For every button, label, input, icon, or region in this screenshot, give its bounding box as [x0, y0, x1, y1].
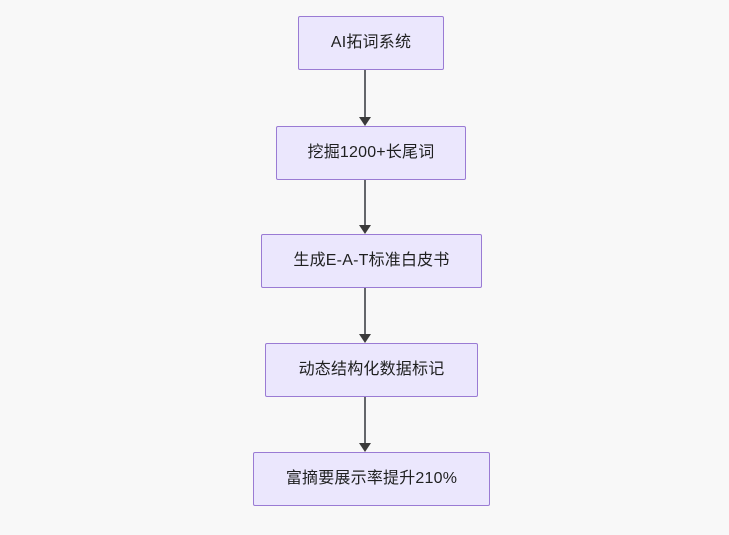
arrow-shaft — [364, 180, 366, 225]
flow-arrow-4 — [358, 397, 372, 452]
flow-node-5[interactable]: 富摘要展示率提升210% — [253, 452, 490, 506]
flow-node-3[interactable]: 生成E-A-T标准白皮书 — [261, 234, 482, 288]
arrow-shaft — [364, 397, 366, 443]
flow-node-label: 挖掘1200+长尾词 — [307, 144, 435, 161]
arrow-shaft — [364, 70, 366, 117]
flow-node-label: 富摘要展示率提升210% — [285, 470, 458, 487]
flow-node-4[interactable]: 动态结构化数据标记 — [265, 343, 478, 397]
flow-node-label: 生成E-A-T标准白皮书 — [293, 252, 450, 269]
arrowhead-down-icon — [359, 117, 371, 126]
arrowhead-down-icon — [359, 334, 371, 343]
arrow-shaft — [364, 288, 366, 334]
flow-node-1[interactable]: AI拓词系统 — [298, 16, 444, 70]
flow-arrow-1 — [358, 70, 372, 126]
flow-node-label: AI拓词系统 — [330, 34, 412, 51]
flow-arrow-3 — [358, 288, 372, 343]
flow-node-label: 动态结构化数据标记 — [298, 361, 445, 378]
arrowhead-down-icon — [359, 225, 371, 234]
arrowhead-down-icon — [359, 443, 371, 452]
flow-arrow-2 — [358, 180, 372, 234]
flow-node-2[interactable]: 挖掘1200+长尾词 — [276, 126, 466, 180]
